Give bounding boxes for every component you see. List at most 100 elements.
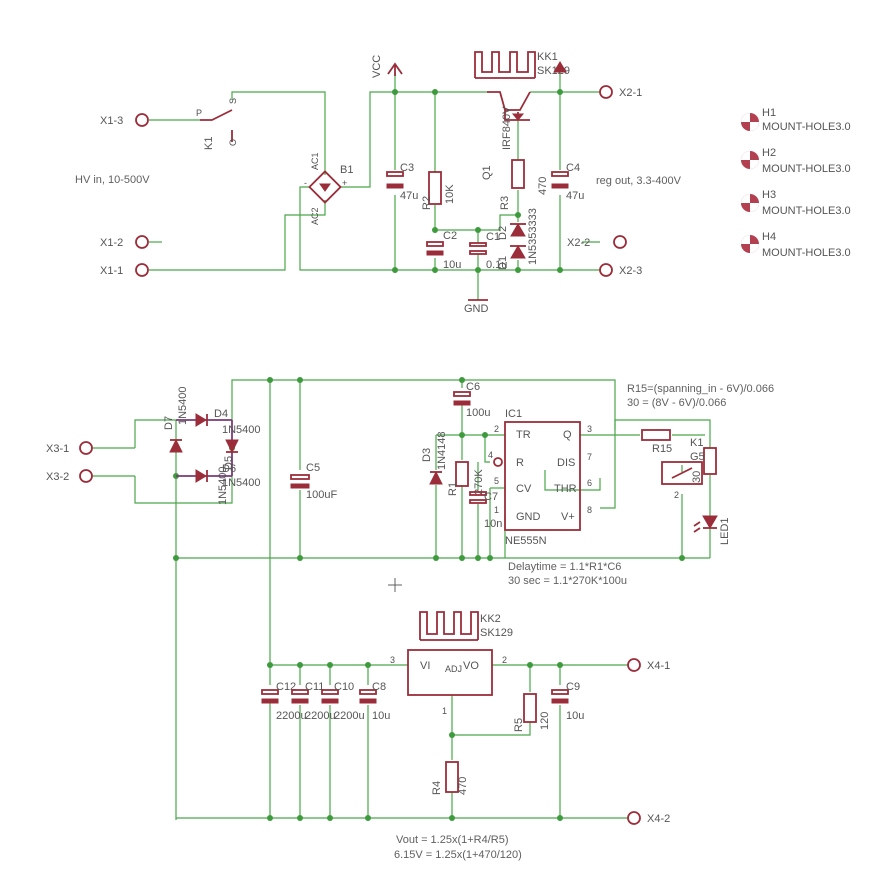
c7-value: 10n xyxy=(484,518,502,530)
d5-value: 1N5400 xyxy=(222,477,261,489)
h4-value: MOUNT-HOLE3.0 xyxy=(762,247,851,259)
d4-value: 1N5400 xyxy=(222,424,261,436)
d6-label: D6 xyxy=(222,463,236,475)
switch-s-label: S xyxy=(228,98,238,104)
r4-value: 470 xyxy=(457,777,469,795)
c10-label: C10 xyxy=(334,681,354,693)
pin-dis: DIS xyxy=(557,457,575,469)
capacitor-c2: C2 10u xyxy=(426,230,461,271)
resistor-r5: R5 120 xyxy=(513,693,551,732)
ac2-label: AC2 xyxy=(310,207,320,225)
k1-switch-label: K1 xyxy=(203,137,215,150)
h3-label: H3 xyxy=(762,189,776,201)
kk1-label: KK1 xyxy=(537,51,558,63)
hv-in-note: HV in, 10-500V xyxy=(75,174,150,186)
vout-note-1: Vout = 1.25x(1+R4/R5) xyxy=(396,834,509,846)
reg-vo-label: VO xyxy=(463,660,479,672)
top-junctions xyxy=(392,89,563,273)
d7-value: 1N5400 xyxy=(177,386,189,425)
switch-k1: P S O K1 xyxy=(196,98,238,150)
c1-label: C1 xyxy=(486,231,500,243)
mount-hole-h3: H3 MOUNT-HOLE3.0 xyxy=(741,189,851,217)
relay-pin-2: 2 xyxy=(674,490,679,500)
pin-r: R xyxy=(516,457,524,469)
c5-label: C5 xyxy=(306,462,320,474)
kk2-label: KK2 xyxy=(480,613,501,625)
pin-thr: THR xyxy=(554,483,577,495)
resistor-r4: R4 470 xyxy=(431,761,469,795)
top-wires xyxy=(149,70,600,300)
r2-label: R2 xyxy=(421,196,433,210)
d6-value: 1N5400 xyxy=(217,466,229,505)
relay-k1: K1 G5 30 2 xyxy=(661,437,717,500)
vcc-label: VCC xyxy=(371,55,383,78)
pin-tr: TR xyxy=(516,429,531,441)
resistor-r3: R3 470 xyxy=(499,159,549,210)
relay-k1-label: K1 xyxy=(690,437,703,449)
c7-label: C7 xyxy=(484,491,498,503)
r3-value: 470 xyxy=(537,177,549,195)
c3-value: 47u xyxy=(400,190,418,202)
ic-ne555: IC1 NE555N TR Q R DIS CV THR GND V+ 2 3 … xyxy=(488,408,592,547)
reg-vi-label: VI xyxy=(420,660,430,672)
b-plus-label: + xyxy=(342,178,347,188)
c9-value: 10u xyxy=(566,710,584,722)
bottom-junctions xyxy=(267,662,563,821)
c12-label: C12 xyxy=(276,681,296,693)
capacitor-c3: C3 47u xyxy=(386,162,418,202)
reg-adj-label: ADJ xyxy=(445,664,462,674)
h1-value: MOUNT-HOLE3.0 xyxy=(762,121,851,133)
capacitor-c11: C11 2200u xyxy=(291,681,336,722)
x1-2-label: X1-2 xyxy=(100,237,123,249)
pin-gnd: GND xyxy=(516,511,541,523)
x4-1-label: X4-1 xyxy=(647,660,670,672)
middle-wires xyxy=(92,379,711,820)
capacitor-c7: C7 10n xyxy=(469,491,502,530)
mount-hole-h2: H2 MOUNT-HOLE3.0 xyxy=(741,147,851,175)
vcc-symbol: VCC xyxy=(371,55,403,78)
pin-4: 4 xyxy=(488,450,493,460)
c3-label: C3 xyxy=(400,162,414,174)
x3-1-label: X3-1 xyxy=(46,443,69,455)
led1-label: LED1 xyxy=(719,517,731,545)
c5-value: 100uF xyxy=(306,489,337,501)
h2-value: MOUNT-HOLE3.0 xyxy=(762,163,851,175)
pin-2: 2 xyxy=(494,424,499,434)
c9-label: C9 xyxy=(566,681,580,693)
bottom-wires xyxy=(176,664,630,819)
d7-label: D7 xyxy=(163,416,175,430)
x3-2-label: X3-2 xyxy=(46,471,69,483)
connector-x3: X3-1 X3-2 xyxy=(46,441,93,483)
resistor-r15: R15 xyxy=(641,429,672,455)
r15-note-2: 30 = (8V - 6V)/0.066 xyxy=(627,397,726,409)
mount-hole-h1: H1 MOUNT-HOLE3.0 xyxy=(741,107,851,133)
pin-1: 1 xyxy=(494,505,499,515)
capacitor-c10: C10 2200u xyxy=(321,681,365,722)
r5-value: 120 xyxy=(539,712,551,730)
heatsink-kk2: KK2 SK129 xyxy=(419,611,513,641)
c8-value: 10u xyxy=(372,710,390,722)
c11-value: 2200u xyxy=(305,710,336,722)
pin-8: 8 xyxy=(587,505,592,515)
pin-q: Q xyxy=(563,429,572,441)
r5-label: R5 xyxy=(513,718,525,732)
led-led1: LED1 xyxy=(693,515,731,545)
c2-value: 10u xyxy=(443,259,461,271)
c6-label: C6 xyxy=(466,381,480,393)
capacitor-c6: C6 100u xyxy=(453,381,490,419)
x1-1-label: X1-1 xyxy=(100,265,123,277)
c12-value: 2200u xyxy=(276,710,307,722)
diode-bridge-d4-d7: D7 1N5400 D4 1N5400 D5 1N5400 D6 1N5400 xyxy=(163,386,261,505)
connector-x2: X2-1 X2-2 X2-3 xyxy=(567,85,642,277)
gnd-symbol: GND xyxy=(464,299,489,315)
h1-label: H1 xyxy=(762,107,776,119)
reg-out-note: reg out, 3.3-400V xyxy=(596,175,682,187)
x2-2-label: X2-2 xyxy=(567,237,590,249)
origin-crosshair xyxy=(388,578,402,592)
ne555-label: NE555N xyxy=(505,535,547,547)
h4-label: H4 xyxy=(762,231,776,243)
d3-label: D3 xyxy=(421,448,433,462)
relay-g5-label: G5 xyxy=(690,451,705,463)
zener-d2-d1: D2 D1 1N5353333 xyxy=(497,208,539,270)
